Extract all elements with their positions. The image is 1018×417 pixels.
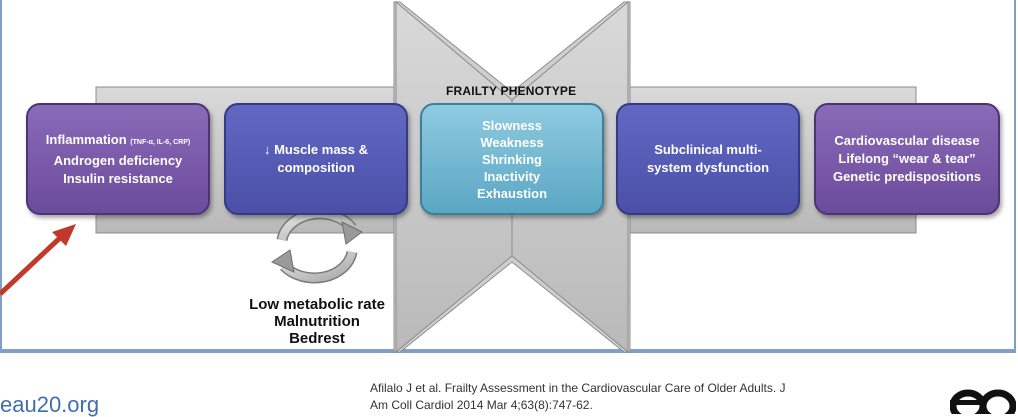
slowness-label: Slowness <box>482 117 542 133</box>
citation-line-1: Afilalo J et al. Frailty Assessment in t… <box>370 381 786 395</box>
exhaustion-label: Exhaustion <box>476 185 548 201</box>
cycle-arrows-icon <box>270 208 363 284</box>
inflammation-label: Inflammation <box>45 131 127 147</box>
box-cardiovascular: Cardiovascular disease Lifelong “wear & … <box>814 103 1000 215</box>
metabolic-rate-label: Low metabolic rate <box>249 296 385 313</box>
shrinking-label: Shrinking <box>482 151 542 167</box>
footer-url-link[interactable]: eau20.org <box>0 392 100 417</box>
muscle-mass-label: ↓ Muscle mass & <box>263 142 369 157</box>
cycle-label: Low metabolic rate Malnutrition Bedrest <box>222 296 412 347</box>
box-muscle-mass: ↓ Muscle mass & composition <box>224 103 408 215</box>
eau-logo-icon <box>950 389 1016 414</box>
weakness-label: Weakness <box>480 134 544 150</box>
box-frailty-phenotype: Slowness Weakness Shrinking Inactivity E… <box>420 103 604 215</box>
subclinical-label: Subclinical multi- <box>654 142 762 157</box>
insulin-label: Insulin resistance <box>63 170 173 186</box>
system-dysfunction-label: system dysfunction <box>646 160 770 175</box>
cardiovascular-label: Cardiovascular disease <box>834 133 980 148</box>
malnutrition-label: Malnutrition <box>274 313 360 330</box>
inflammation-markers: (TNF-α, IL-6, CRP) <box>130 138 191 146</box>
composition-label: composition <box>277 160 355 175</box>
citation-line-2: Am Coll Cardiol 2014 Mar 4;63(8):747-62. <box>370 398 593 412</box>
box-inflammation: Inflammation (TNF-α, IL-6, CRP) Androgen… <box>26 103 210 215</box>
genetic-label: Genetic predispositions <box>832 169 982 184</box>
androgen-label: Androgen deficiency <box>53 152 183 168</box>
phenotype-title: FRAILTY PHENOTYPE <box>446 84 577 98</box>
citation: Afilalo J et al. Frailty Assessment in t… <box>370 380 930 414</box>
inactivity-label: Inactivity <box>483 168 541 184</box>
bedrest-label: Bedrest <box>289 330 345 347</box>
wear-tear-label: Lifelong “wear & tear” <box>838 151 976 166</box>
red-pointer-arrow-icon <box>0 224 76 296</box>
box-subclinical: Subclinical multi- system dysfunction <box>616 103 800 215</box>
